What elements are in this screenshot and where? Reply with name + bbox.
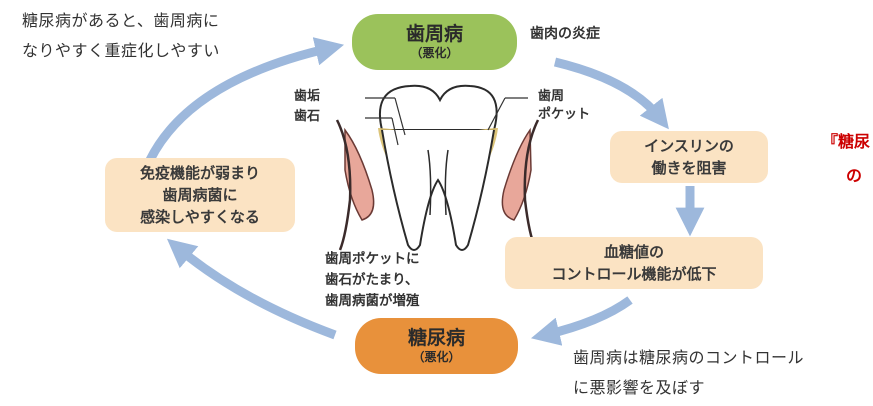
arrow-immune-to-periodontal	[145, 37, 345, 163]
caption-bottom: 歯周病は糖尿病のコントロール に悪影響を及ぼす	[573, 343, 804, 403]
arrow-diabetes-to-immune	[166, 238, 337, 340]
node-periodontal-title: 歯周病	[405, 23, 463, 45]
node-diabetes-title: 糖尿病	[407, 327, 465, 349]
side-text-line-1: 『糖尿	[822, 132, 871, 151]
tooth-roots	[381, 129, 495, 251]
tooth-crown	[378, 84, 498, 131]
side-text-line-2: の	[846, 166, 863, 185]
label-inflammation: 歯肉の炎症	[530, 26, 600, 42]
arrow-bloodsugar-to-diabetes	[530, 296, 633, 346]
caption-bottom-line-2: に悪影響を及ぼす	[573, 378, 706, 397]
pocket-note: 歯周ポケットに 歯石がたまり、 歯周病菌が増殖	[325, 249, 420, 312]
pocket-note-line-1: 歯周ポケットに	[325, 251, 420, 267]
node-blood-sugar-line-2: コントロール機能が低下	[551, 265, 717, 283]
caption-bottom-line-1: 歯周病は糖尿病のコントロール	[573, 348, 805, 367]
node-blood-sugar-line-1: 血糖値の	[603, 243, 664, 261]
pocket-note-line-3: 歯周病菌が増殖	[325, 293, 420, 309]
node-insulin-line-1: インスリンの	[644, 137, 734, 155]
tooth-illustration	[335, 84, 540, 251]
label-pocket-line-2: ポケット	[538, 107, 591, 122]
node-immune: 免疫機能が弱まり 歯周病菌に 感染しやすくなる	[105, 158, 295, 232]
node-diabetes-sub: （悪化）	[412, 350, 461, 364]
node-immune-line-2: 歯周病菌に	[162, 186, 238, 204]
node-blood-sugar: 血糖値の コントロール機能が低下	[505, 237, 763, 289]
arrow-periodontal-to-insulin	[553, 57, 669, 130]
node-insulin-line-2: 働きを阻害	[651, 159, 727, 177]
node-periodontal: 歯周病 （悪化）	[352, 14, 517, 70]
label-tartar: 歯石	[294, 109, 321, 124]
caption-top: 糖尿病があると、歯周病に なりやすく重症化しやすい	[22, 6, 220, 66]
label-pocket-line-1: 歯周	[538, 89, 565, 104]
node-periodontal-sub: （悪化）	[410, 46, 459, 60]
pocket-note-line-2: 歯石がたまり、	[325, 272, 419, 288]
label-plaque: 歯垢	[294, 89, 321, 104]
node-insulin: インスリンの 働きを阻害	[610, 131, 768, 183]
node-diabetes: 糖尿病 （悪化）	[355, 318, 518, 374]
node-immune-line-1: 免疫機能が弱まり	[139, 164, 260, 182]
caption-top-line-2: なりやすく重症化しやすい	[22, 41, 220, 60]
label-pocket: 歯周 ポケット	[538, 88, 590, 124]
node-immune-line-3: 感染しやすくなる	[140, 208, 260, 226]
caption-top-line-1: 糖尿病があると、歯周病に	[22, 11, 220, 30]
